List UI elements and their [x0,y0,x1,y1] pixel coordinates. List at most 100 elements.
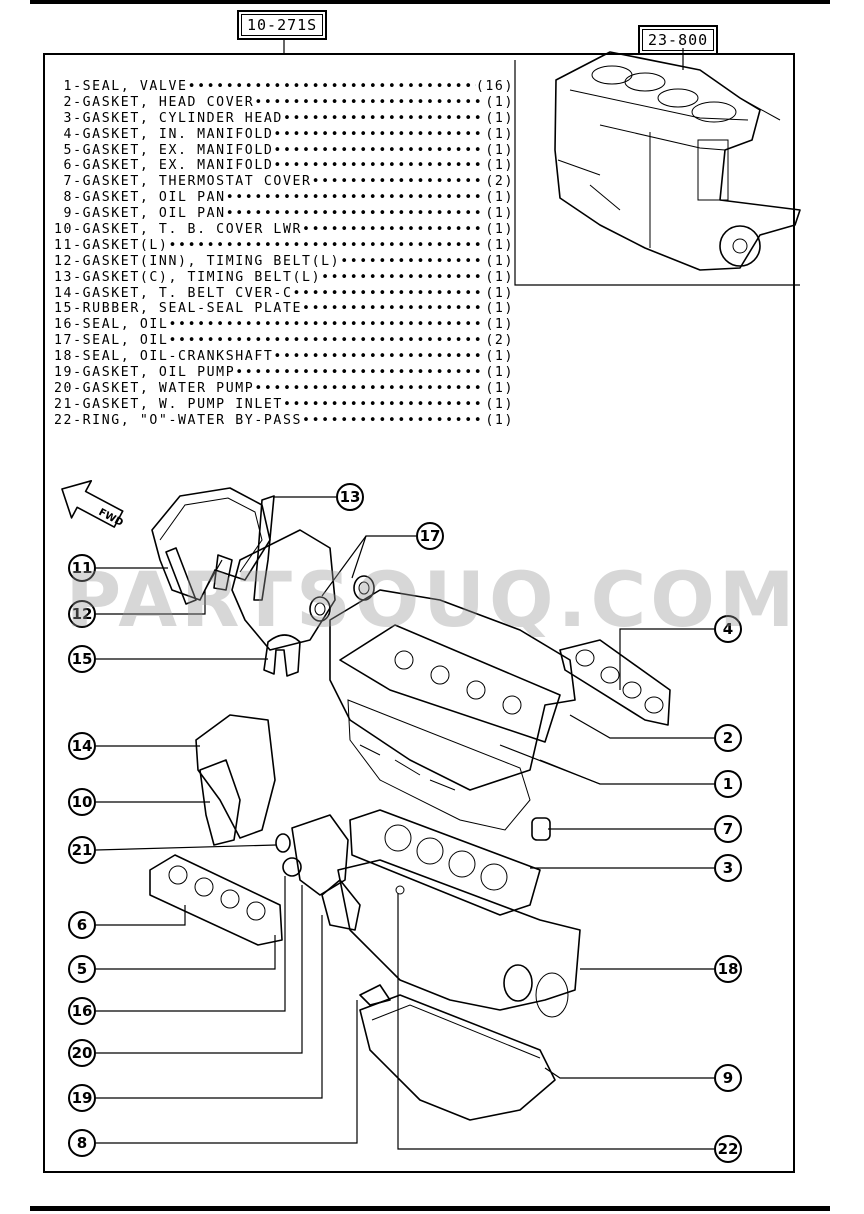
callout-20[interactable]: 20 [68,1039,96,1067]
callout-7[interactable]: 7 [714,815,742,843]
leader-dots: ••••••••••••••••••••••••••••••••••••••••… [302,412,485,428]
leader-dots: ••••••••••••••••••••••••••••••••••••••••… [311,174,486,190]
callout-1[interactable]: 1 [714,770,742,798]
parts-list-row[interactable]: 17-SEAL, OIL••••••••••••••••••••••••••••… [54,333,514,349]
parts-list-row[interactable]: 12-GASKET(INN), TIMING BELT(L)••••••••••… [54,254,514,270]
parts-list-row[interactable]: 3-GASKET, CYLINDER HEAD•••••••••••••••••… [54,111,514,127]
parts-list-row[interactable]: 7-GASKET, THERMOSTAT COVER••••••••••••••… [54,174,514,190]
callout-17[interactable]: 17 [416,522,444,550]
parts-list: 1-SEAL, VALVE •••••••••••••••••••••••••••… [54,79,514,429]
leader-dots: ••••••••••••••••••••••••••••••••••••••••… [225,190,486,206]
parts-list-row[interactable]: 5-GASKET, EX. MANIFOLD••••••••••••••••••… [54,143,514,159]
parts-list-row[interactable]: 22-RING, "O"-WATER BY-PASS••••••••••••••… [54,413,514,429]
parts-list-row[interactable]: 15-RUBBER, SEAL-SEAL PLATE••••••••••••••… [54,301,514,317]
svg-text:21: 21 [72,841,93,859]
callout-15[interactable]: 15 [68,645,96,673]
bottom-rule [30,1206,830,1211]
exhaust-manifold-gasket [149,854,283,946]
svg-text:19: 19 [72,1089,93,1107]
part-name: 13-GASKET(C), TIMING BELT(L) [54,269,322,285]
svg-text:14: 14 [72,737,93,755]
parts-list-row[interactable]: 18-SEAL, OIL-CRANKSHAFT•••••••••••••••••… [54,349,514,365]
part-name: 11-GASKET(L) [54,237,169,253]
block-code-box[interactable]: 23-800 [638,25,719,55]
callout-8[interactable]: 8 [68,1129,96,1157]
callout-3[interactable]: 3 [714,854,742,882]
callout-4[interactable]: 4 [714,615,742,643]
part-name: 6-GASKET, EX. MANIFOLD [54,158,274,174]
svg-text:10: 10 [72,793,93,811]
part-name: 20-GASKET, WATER PUMP [54,380,255,396]
parts-list-row[interactable]: 13-GASKET(C), TIMING BELT(L)••••••••••••… [54,270,514,286]
callout-13[interactable]: 13 [336,483,364,511]
callout-9[interactable]: 9 [714,1064,742,1092]
part-name: 5-GASKET, EX. MANIFOLD [54,142,274,158]
parts-list-row[interactable]: 20-GASKET, WATER PUMP•••••••••••••••••••… [54,381,514,397]
part-name: 17-SEAL, OIL [54,333,169,349]
parts-list-row[interactable]: 9-GASKET, OIL PAN•••••••••••••••••••••••… [54,206,514,222]
kit-code-box[interactable]: 10-271S [237,10,328,40]
svg-text:12: 12 [72,605,93,623]
parts-list-row[interactable]: 6-GASKET, EX. MANIFOLD••••••••••••••••••… [54,158,514,174]
parts-list-row[interactable]: 2-GASKET, HEAD COVER••••••••••••••••••••… [54,95,514,111]
part-qty: (1) [485,365,514,381]
water-pump-gasket [291,814,349,896]
leader-dots: ••••••••••••••••••••••••••••••••••••••••… [273,349,485,365]
parts-list-row[interactable]: 19-GASKET, OIL PUMP•••••••••••••••••••••… [54,365,514,381]
part-qty: (1) [485,190,514,206]
parts-list-row[interactable]: 8-GASKET, OIL PAN•••••••••••••••••••••••… [54,190,514,206]
leader-dots: ••••••••••••••••••••••••••••••••••••••••… [168,237,485,253]
svg-text:17: 17 [420,527,441,545]
callout-21[interactable]: 21 [68,836,96,864]
part-name: 22-RING, "O"-WATER BY-PASS [54,412,303,428]
oil-seal-front [282,857,302,877]
callout-6[interactable]: 6 [68,911,96,939]
leader-dots: ••••••••••••••••••••••••••••••••••••••••… [302,301,485,317]
cylinder-head-assembly [329,589,576,831]
leader-dots: ••••••••••••••••••••••••••••••••••••••••… [235,365,485,381]
part-qty: (1) [485,158,514,174]
part-name: 3-GASKET, CYLINDER HEAD [54,110,283,126]
callout-2[interactable]: 2 [714,724,742,752]
parts-list-row[interactable]: 4-GASKET, IN. MANIFOLD••••••••••••••••••… [54,127,514,143]
engine-block-lower [337,859,581,1121]
callout-12[interactable]: 12 [68,600,96,628]
callout-11[interactable]: 11 [68,554,96,582]
svg-text:15: 15 [72,650,93,668]
part-qty: (1) [485,206,514,222]
parts-list-row[interactable]: 11-GASKET(L)••••••••••••••••••••••••••••… [54,238,514,254]
parts-list-row[interactable]: 21-GASKET, W. PUMP INLET••••••••••••••••… [54,397,514,413]
callout-10[interactable]: 10 [68,788,96,816]
callout-5[interactable]: 5 [68,955,96,983]
svg-text:3: 3 [723,859,733,877]
svg-text:20: 20 [72,1044,93,1062]
svg-text:9: 9 [723,1069,733,1087]
part-name: 18-SEAL, OIL-CRANKSHAFT [54,349,274,365]
part-qty: (2) [485,333,514,349]
parts-list-row[interactable]: 16-SEAL, OIL••••••••••••••••••••••••••••… [54,317,514,333]
top-rule [30,0,830,4]
part-qty: (1) [485,237,514,253]
callout-19[interactable]: 19 [68,1084,96,1112]
part-name: 16-SEAL, OIL [54,317,169,333]
part-qty: (1) [485,285,514,301]
timing-belt-cover-gasket [151,487,271,605]
leader-dots: ••••••••••••••••••••••••••••••••••••••••… [273,126,485,142]
timing-belt-cover-lower-gasket [199,759,241,846]
parts-list-row[interactable]: 14-GASKET, T. BELT CVER-C•••••••••••••••… [54,286,514,302]
part-qty: (16) [475,79,514,94]
parts-list-row[interactable]: 1-SEAL, VALVE•••••••••••••••••••••••••••… [54,79,514,95]
oil-pump-gasket [321,879,361,931]
timing-plate [231,529,336,651]
callout-14[interactable]: 14 [68,732,96,760]
parts-list-row[interactable]: 10-GASKET, T. B. COVER LWR••••••••••••••… [54,222,514,238]
part-qty: (1) [485,94,514,110]
callout-18[interactable]: 18 [714,955,742,983]
part-name: 1-SEAL, VALVE [54,79,188,94]
svg-text:7: 7 [723,820,733,838]
leader-dots: ••••••••••••••••••••••••••••••••••••••••… [292,285,486,301]
leader-dots: ••••••••••••••••••••••••••••••••••••••••… [321,269,485,285]
callout-22[interactable]: 22 [714,1135,742,1163]
part-name: 21-GASKET, W. PUMP INLET [54,396,283,412]
callout-16[interactable]: 16 [68,997,96,1025]
